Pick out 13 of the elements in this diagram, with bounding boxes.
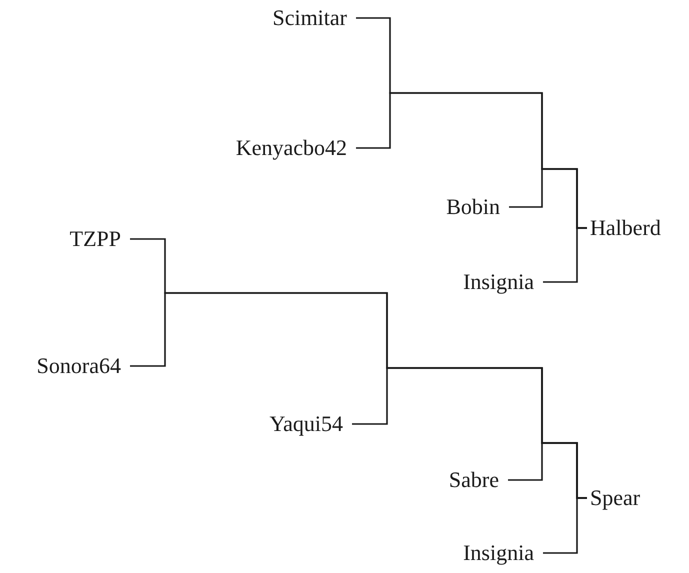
cultivar-name: Yaqui54 bbox=[269, 411, 352, 437]
cultivar-name: Bobin bbox=[446, 194, 509, 220]
pedigree-line bbox=[543, 497, 587, 554]
cultivar-name: Halberd bbox=[587, 215, 661, 241]
cultivar-name: Insignia bbox=[463, 269, 543, 295]
cultivar-name: Spear bbox=[587, 485, 640, 511]
cultivar-name: TZPP bbox=[70, 226, 130, 252]
cultivar-name: Sonora64 bbox=[36, 353, 130, 379]
cultivar-name: Insignia bbox=[463, 540, 543, 566]
cultivar-name: Scimitar bbox=[272, 5, 356, 31]
cultivar-name: Kenyacbo42 bbox=[236, 135, 356, 161]
pedigree-line bbox=[543, 227, 587, 283]
cultivar-name: Sabre bbox=[448, 467, 508, 493]
